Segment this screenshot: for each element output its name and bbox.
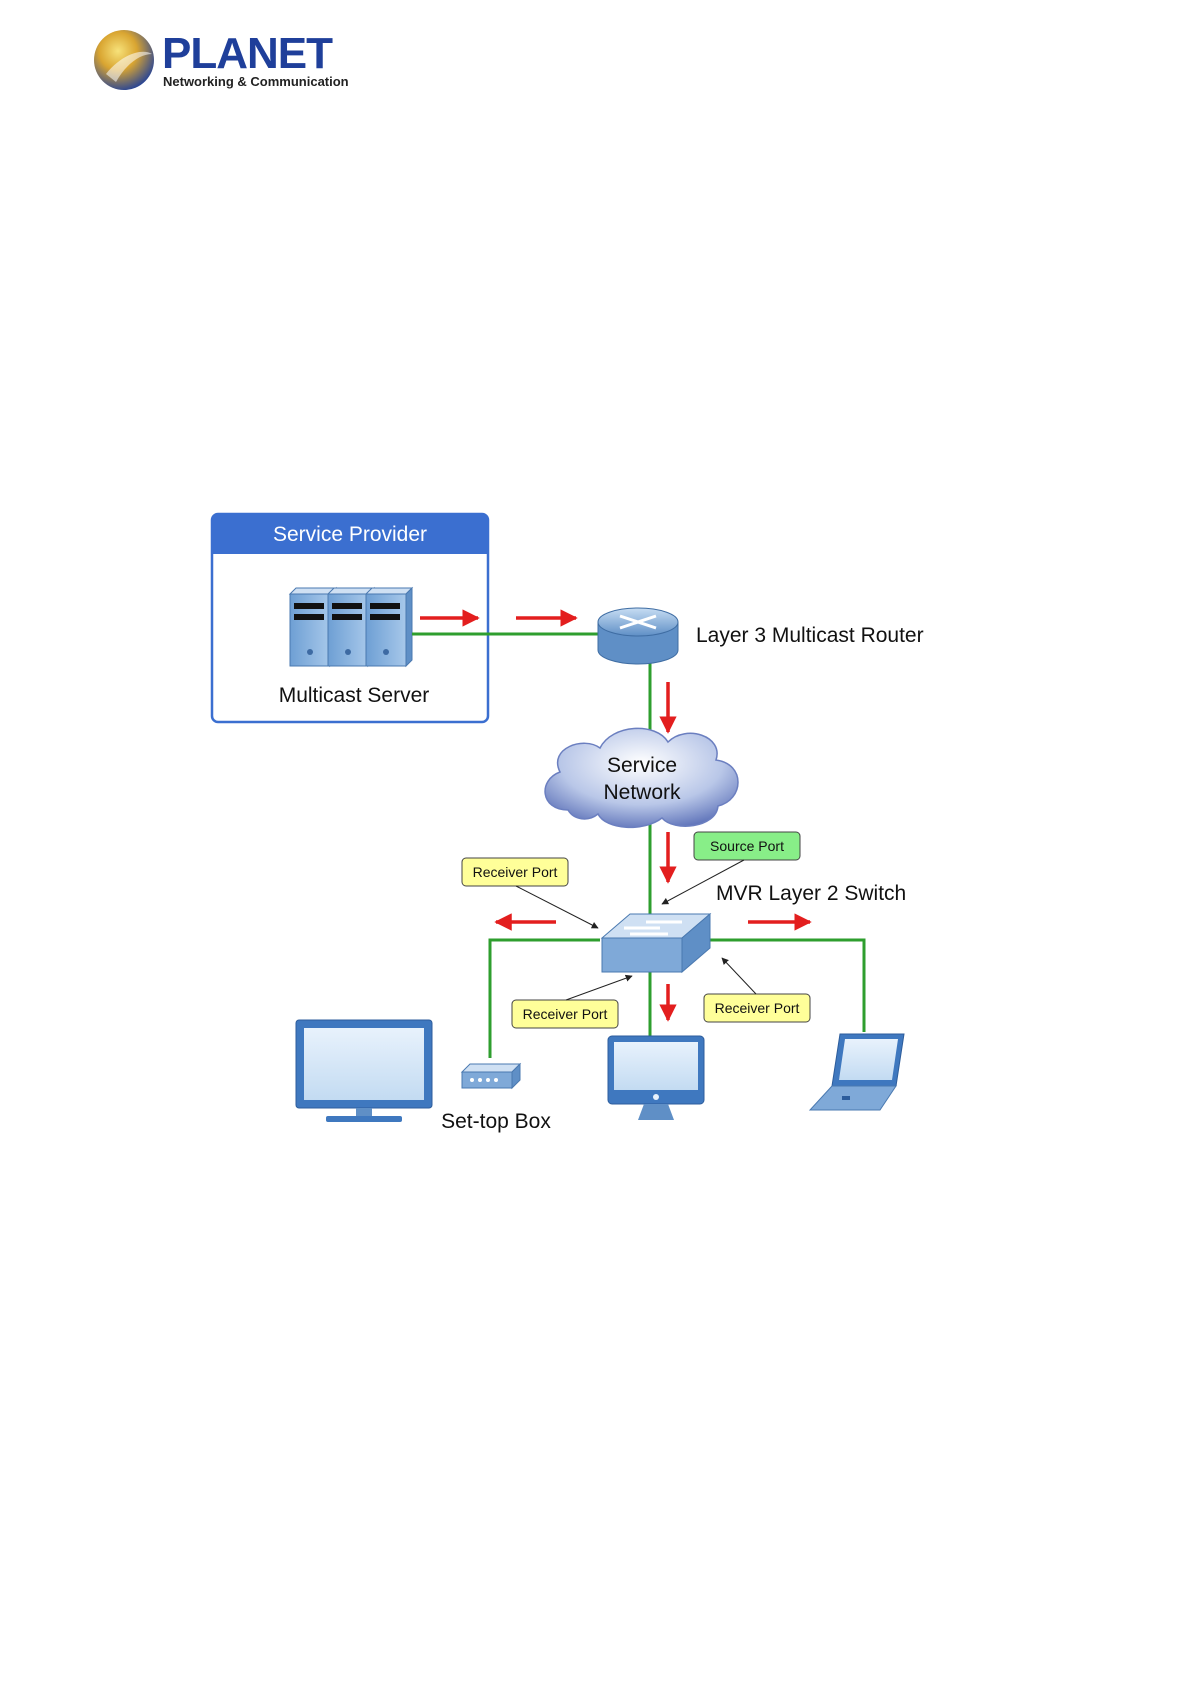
service-network-cloud-icon: Service Network <box>545 728 738 827</box>
multicast-server-icon <box>290 588 412 666</box>
cloud-label-line1: Service <box>607 754 677 777</box>
receiver-port-tag-right: Receiver Port <box>704 958 810 1022</box>
receiver-port-tag-left: Receiver Port <box>462 858 598 928</box>
desktop-computer-icon <box>608 1036 704 1120</box>
switch-label: MVR Layer 2 Switch <box>716 882 906 905</box>
multicast-server-label: Multicast Server <box>279 684 430 707</box>
receiver-port-bottom-label: Receiver Port <box>523 1006 608 1022</box>
mvr-switch-icon <box>602 914 710 972</box>
set-top-box-label: Set-top Box <box>441 1110 551 1133</box>
tv-icon <box>296 1020 432 1122</box>
receiver-port-left-label: Receiver Port <box>473 864 558 880</box>
service-provider-title: Service Provider <box>273 523 427 546</box>
receiver-port-right-label: Receiver Port <box>715 1000 800 1016</box>
laptop-icon <box>810 1034 904 1110</box>
source-port-label: Source Port <box>710 838 784 854</box>
set-top-box-icon <box>462 1064 520 1088</box>
receiver-port-tag-bottom: Receiver Port <box>512 976 632 1028</box>
router-label: Layer 3 Multicast Router <box>696 624 924 647</box>
router-icon <box>598 608 678 664</box>
cloud-label-line2: Network <box>603 781 681 804</box>
